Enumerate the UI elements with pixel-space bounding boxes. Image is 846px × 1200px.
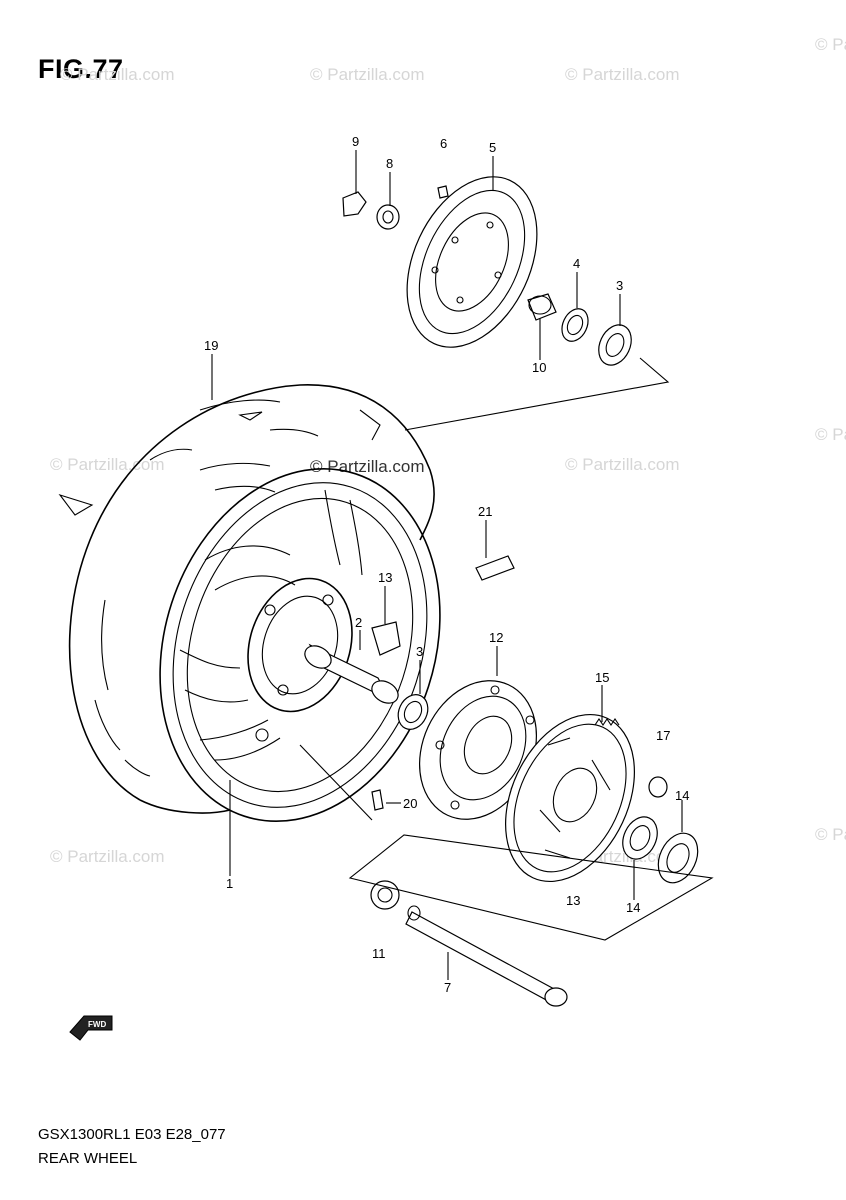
callout-17: 15 [595, 670, 609, 685]
watermark: © Partzilla.com [815, 825, 846, 844]
watermark: © Partzilla.com [50, 847, 165, 866]
callout-3-lower: 3 [416, 644, 423, 659]
seal-part-4 [561, 308, 589, 342]
callout-13-hub: 13 [378, 570, 392, 585]
tire-part-19 [58, 384, 435, 814]
spacer-part-2 [304, 643, 399, 704]
wheel-rim-part-1 [159, 468, 441, 822]
callout-14: 14 [626, 900, 640, 915]
seal-part-15 [657, 832, 699, 884]
damper-part-13 [371, 621, 401, 656]
spacer-part-10 [527, 293, 557, 321]
callout-1: 1 [226, 876, 233, 891]
callout-10: 10 [532, 360, 546, 375]
weight-part-21 [475, 555, 515, 581]
forward-direction-label: FWD [88, 1020, 106, 1029]
valve-part-20 [371, 789, 384, 811]
callout-4: 4 [573, 256, 580, 271]
watermark: © Partzilla.com [565, 455, 680, 474]
watermark: © Partzilla.com [60, 65, 175, 84]
callout-20: 20 [403, 796, 417, 811]
watermark: © Partzilla.com [815, 425, 846, 444]
bearing-part-3-upper [598, 324, 632, 366]
brake-disc-part-5 [406, 176, 538, 348]
figure-title: FIG.77 [38, 54, 124, 84]
watermark: © Partzilla.com [50, 455, 165, 474]
assembly-guide-lines [299, 357, 714, 941]
watermark: © Partzilla.com [310, 65, 425, 84]
callout-labels: 19 1 9 8 6 5 4 3 10 13 2 3 12 15 21 17 1… [204, 134, 689, 995]
axle-part-7 [405, 905, 568, 1007]
watermark: © Partzilla.com [565, 65, 680, 84]
bearing-part-3 [397, 694, 429, 730]
watermark: © Partzilla.com [815, 35, 846, 54]
bolt-part-6 [437, 185, 449, 199]
sprocket-part-17 [505, 713, 635, 883]
model-code: GSX1300RL1 E03 E28_077 [38, 1126, 226, 1143]
washer-part-8 [376, 204, 400, 230]
nut-part-18 [648, 776, 668, 798]
watermark-center: © Partzilla.com [310, 457, 425, 476]
nut-part-9 [342, 191, 367, 217]
callout-7: 7 [444, 980, 451, 995]
callout-11: 11 [372, 946, 386, 961]
callout-9: 9 [352, 134, 359, 149]
bearing-part-14 [622, 816, 658, 860]
spacer-part-11 [370, 880, 400, 910]
callout-5: 5 [489, 140, 496, 155]
part-group-name: REAR WHEEL [38, 1150, 138, 1167]
forward-direction-badge: FWD [69, 1015, 113, 1041]
callout-6: 6 [440, 136, 447, 151]
callout-3-upper: 3 [616, 278, 623, 293]
callout-8: 8 [386, 156, 393, 171]
callout-13-sprocket: 13 [566, 893, 580, 908]
callout-18: 17 [656, 728, 670, 743]
sprocket-carrier-part-12 [418, 680, 538, 820]
callout-21: 21 [478, 504, 492, 519]
callout-15: 14 [675, 788, 689, 803]
callout-2: 2 [355, 615, 362, 630]
leader-lines [211, 150, 683, 980]
callout-12: 12 [489, 630, 503, 645]
callout-19: 19 [204, 338, 218, 353]
